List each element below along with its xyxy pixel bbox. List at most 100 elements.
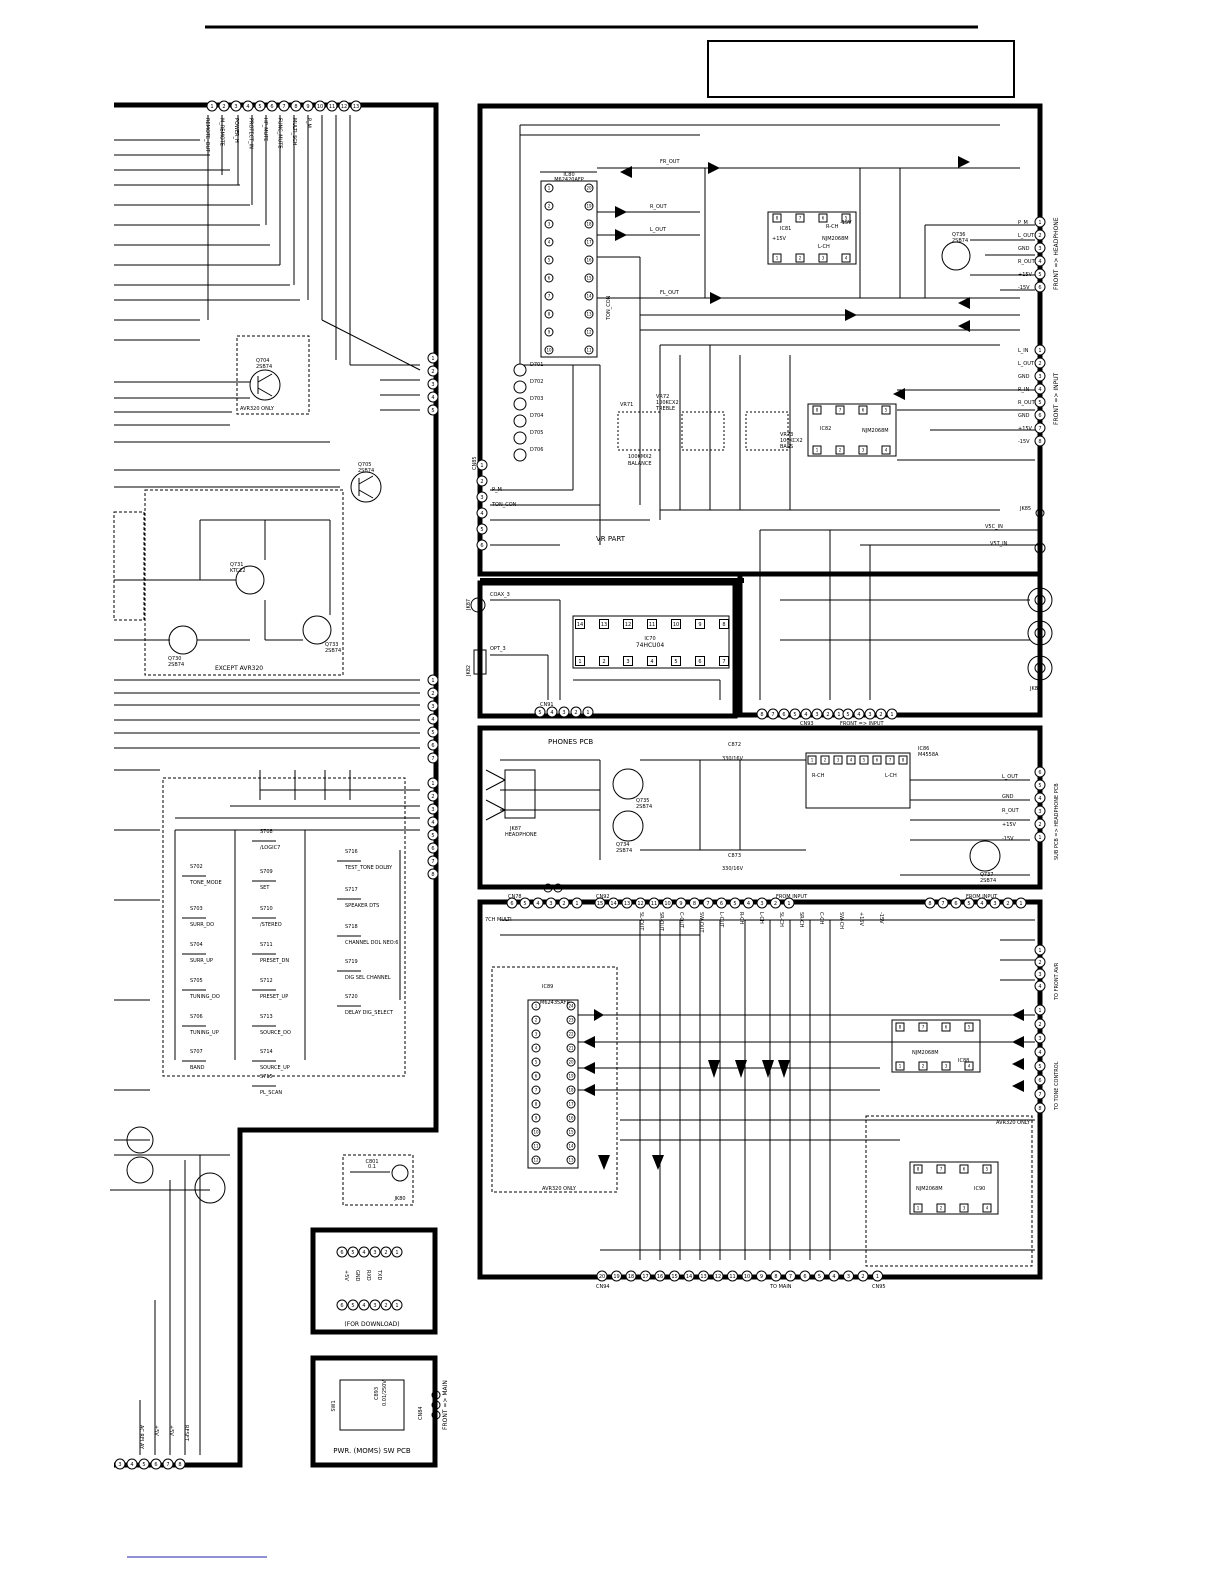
switch-label-3: TUNING_DO — [189, 994, 220, 1000]
q735-symbol — [612, 768, 644, 800]
ic70-top-pin-label-4: 10 — [673, 622, 679, 628]
ic70-top-pin-label-2: 12 — [625, 622, 631, 628]
cn902-signal-1: M_REMOTE — [219, 118, 225, 146]
text-labels: IC80 M62420AFP FR_OUT FL_OUT R_OUT L_OUT… — [215, 159, 1060, 1290]
cn902-pin-label-8: 9 — [306, 104, 309, 110]
vr73-dashed-box — [745, 411, 789, 451]
ic82-top-pin-label-0: 8 — [816, 407, 819, 412]
cn902-pin-0 — [206, 100, 218, 112]
to-tone-pin-7 — [1034, 1102, 1046, 1114]
from-input-pin-label-0: 8 — [928, 901, 931, 907]
ph-conn-pin-label-0: 6 — [1038, 770, 1041, 776]
c873-label: C873 — [728, 853, 741, 859]
ic70-top-pin-4 — [671, 619, 681, 629]
bl-label-3: RESET — [183, 1425, 189, 1442]
dl-signal-3: TXD — [376, 1269, 382, 1280]
dl-top-pin-3 — [369, 1246, 381, 1258]
switch-label-17: DIG SEL CHANNEL — [345, 975, 391, 981]
cn93-pin-label-3: 2 — [879, 712, 882, 718]
cn92-pin-8 — [702, 897, 714, 909]
cn92-pin-label-12: 3 — [760, 901, 763, 907]
multi-signal-0: SL-OUT — [638, 912, 644, 931]
except-avr-dashed-box — [144, 489, 344, 676]
dl-top-pin-2 — [358, 1246, 370, 1258]
ic70-bot-pin-3 — [647, 656, 657, 666]
transistor-q705-symbol — [350, 471, 382, 503]
ic81-top-pin-1 — [795, 213, 805, 223]
to-tone-pin-6 — [1034, 1088, 1046, 1100]
vr-conn-pin-0 — [476, 459, 488, 471]
rca-jack-2 — [1027, 620, 1053, 646]
to-front-pin-0 — [1034, 944, 1046, 956]
sw-con-pin-6 — [427, 855, 439, 867]
ic89-left-pin-2 — [531, 1029, 541, 1039]
in-conn-pin-4 — [1034, 396, 1046, 408]
switch-labels: S702TONE_MODES703SURR_DOS704SURR_UPS705T… — [168, 358, 398, 1096]
switch-label-12: SOURCE_UP — [260, 1065, 290, 1071]
ic90-bot-pin-1 — [936, 1203, 946, 1213]
ph-conn-pin-label-4: 2 — [1038, 822, 1041, 828]
ton-con-pin-1 — [427, 687, 439, 699]
avr-only-dashed-right — [865, 1115, 1033, 1267]
ic86-pin-label-6: 7 — [889, 757, 892, 762]
sw-con-pin-4 — [427, 829, 439, 841]
dl-bot-pin-label-0: 6 — [340, 1303, 343, 1309]
cn902-pin-6 — [278, 100, 290, 112]
vr72-treble: TREBLE — [655, 406, 675, 412]
ic86-pin-label-3: 4 — [850, 757, 853, 762]
left-vertical-lines — [139, 115, 421, 1455]
vr-conn-pin-label-4: 5 — [480, 527, 483, 533]
to-tone-pin-1 — [1034, 1018, 1046, 1030]
vr71-balance: BALANCE — [628, 461, 652, 467]
q737-part: 2SB74 — [980, 878, 996, 884]
vr73-part: 100KCX2 — [780, 438, 803, 444]
to-main-pin-label-14: 6 — [803, 1274, 806, 1280]
coax-label: COAX_3 — [490, 592, 510, 598]
cn92-pin-label-3: 12 — [637, 901, 643, 907]
vr-conn-pin-4 — [476, 523, 488, 535]
dl-bot-pin-0 — [336, 1299, 348, 1311]
hp-signal-0: P_M — [1018, 220, 1028, 226]
download-board — [310, 1227, 438, 1335]
title-box — [707, 40, 1015, 98]
transistor-ref-0: Q730 — [168, 656, 181, 662]
dl-bot-pin-label-5: 1 — [395, 1303, 398, 1309]
phones-gnd: GND — [1002, 794, 1014, 800]
ic80-right-pin-label-0: 20 — [586, 185, 592, 190]
ic70-top-pin-0 — [575, 619, 585, 629]
to-main-pin-label-6: 14 — [686, 1274, 692, 1280]
ic80-right-pin-label-5: 15 — [586, 275, 592, 280]
q735-part: 2SB74 — [636, 804, 652, 810]
ic86-part: M4558A — [918, 752, 939, 758]
transistor-ref-2: Q733 — [325, 642, 338, 648]
ic70-bot-pin-label-1: 2 — [602, 659, 605, 665]
led-4 — [513, 431, 527, 445]
ic82-bot-pin-label-2: 3 — [862, 447, 865, 452]
cn78-pin-label-2: 4 — [536, 901, 539, 907]
switch-ref-4: S706 — [190, 1014, 203, 1020]
to-tone-pin-label-2: 3 — [1038, 1036, 1041, 1042]
ic80-left-pin-label-0: 1 — [548, 185, 551, 190]
ic88-bot-pin-label-3: 4 — [968, 1063, 971, 1068]
to-tone-pin-3 — [1034, 1046, 1046, 1058]
ic80-left-pin-3 — [544, 237, 554, 247]
ic89-left-pin-label-3: 4 — [535, 1045, 538, 1050]
hp-conn-pin-1 — [1034, 229, 1046, 241]
to-main-pin-label-1: 19 — [613, 1274, 619, 1280]
ic89-right-pin-6 — [566, 1085, 576, 1095]
ic70-top-pin-label-1: 13 — [601, 622, 607, 628]
cn902-signal-4: HP_MUTE — [262, 118, 268, 141]
ic89-left-pin-label-0: 1 — [535, 1003, 538, 1008]
cn91-pin-2 — [558, 706, 570, 718]
to-main-pin-label-15: 5 — [818, 1274, 821, 1280]
opt-jack — [473, 649, 487, 675]
cn902-pin-label-5: 6 — [270, 104, 273, 110]
from-input-pin-6 — [1002, 897, 1014, 909]
ic89-right-pin-label-2: 22 — [568, 1031, 574, 1036]
cn94-dout-pin-label-2: 6 — [782, 712, 785, 718]
ic81-top-pin-label-1: 7 — [799, 215, 802, 220]
ic89-right-pin-4 — [566, 1057, 576, 1067]
